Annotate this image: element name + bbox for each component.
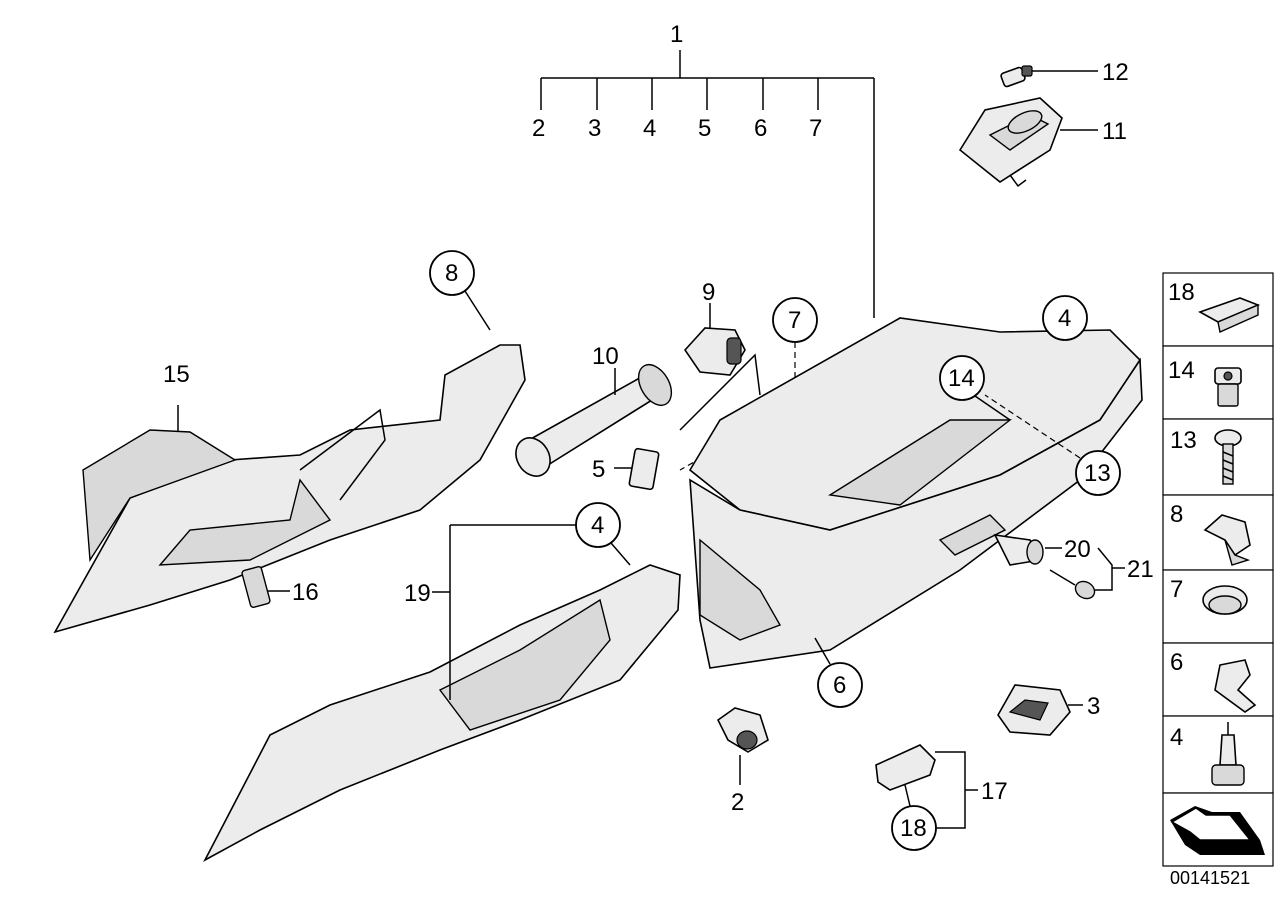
label-7: 7 <box>788 307 801 334</box>
label-17: 17 <box>981 778 1008 805</box>
callout-14: 14 <box>939 355 1011 421</box>
label-2: 2 <box>731 789 744 816</box>
label-4-top: 4 <box>1058 305 1071 332</box>
callout-13: 13 <box>984 394 1121 496</box>
legend-panel: 18 14 13 8 7 6 4 <box>1162 272 1274 867</box>
label-14: 14 <box>948 365 975 392</box>
label-sub-5: 5 <box>698 115 711 142</box>
part-19-lower-panel: 19 <box>203 524 681 862</box>
label-sub-3: 3 <box>588 115 601 142</box>
legend-num-18: 18 <box>1168 279 1195 306</box>
label-13: 13 <box>1084 460 1111 487</box>
legend-num-14: 14 <box>1168 357 1195 384</box>
glove-box-body <box>688 317 1143 669</box>
group-1-bracket: 1 2 3 4 5 6 7 <box>532 21 875 318</box>
part-20-lock-cylinder: 20 <box>993 533 1091 566</box>
legend-num-6: 6 <box>1170 649 1183 676</box>
label-18: 18 <box>900 815 927 842</box>
diagram-id: 00141521 <box>1170 868 1250 888</box>
arrow-icon <box>1170 806 1265 855</box>
plug-icon <box>1202 585 1248 615</box>
part-12-bulb: 12 <box>1000 59 1129 88</box>
label-20: 20 <box>1064 536 1091 563</box>
part-9-cap: 9 <box>679 279 761 431</box>
part-21-key: 21 <box>1049 547 1154 600</box>
label-5: 5 <box>592 456 605 483</box>
part-3-latch: 3 <box>997 684 1100 736</box>
label-21: 21 <box>1127 556 1154 583</box>
label-4-mid: 4 <box>591 512 604 539</box>
label-3: 3 <box>1087 693 1100 720</box>
label-sub-6: 6 <box>754 115 767 142</box>
legend-num-8: 8 <box>1170 501 1183 528</box>
spring-clip-icon <box>1214 659 1257 713</box>
label-10: 10 <box>592 343 619 370</box>
part-11-lamp-housing: 11 <box>958 97 1127 188</box>
label-15: 15 <box>163 361 190 388</box>
callout-4-top: 4 <box>1042 295 1088 341</box>
legend-num-4: 4 <box>1170 724 1183 751</box>
screw-icon <box>1214 429 1242 485</box>
label-8: 8 <box>445 260 458 287</box>
nut-icon <box>1214 367 1242 407</box>
label-sub-7: 7 <box>809 115 822 142</box>
part-17-cover: 17 <box>875 744 1008 829</box>
buffer-icon <box>1211 722 1245 786</box>
label-12: 12 <box>1102 59 1129 86</box>
bracket-icon <box>1203 514 1251 566</box>
label-1: 1 <box>670 21 683 48</box>
label-9: 9 <box>702 279 715 306</box>
label-6: 6 <box>833 672 846 699</box>
label-16: 16 <box>292 579 319 606</box>
part-2-damper: 2 <box>716 707 769 816</box>
part-15-trim-panel: 15 16 <box>53 344 526 634</box>
part-10-tube: 10 <box>515 343 673 477</box>
legend-num-7: 7 <box>1170 576 1183 603</box>
label-19: 19 <box>404 580 431 607</box>
clip-icon <box>1198 297 1261 333</box>
part-5-clip: 5 <box>592 447 660 491</box>
callout-18: 18 <box>891 784 937 851</box>
label-sub-4: 4 <box>643 115 656 142</box>
label-11: 11 <box>1102 118 1127 145</box>
label-sub-2: 2 <box>532 115 545 142</box>
callout-8: 8 <box>429 250 491 331</box>
callout-4-mid: 4 <box>575 502 631 566</box>
legend-num-13: 13 <box>1170 427 1197 454</box>
callout-6: 6 <box>814 637 863 708</box>
